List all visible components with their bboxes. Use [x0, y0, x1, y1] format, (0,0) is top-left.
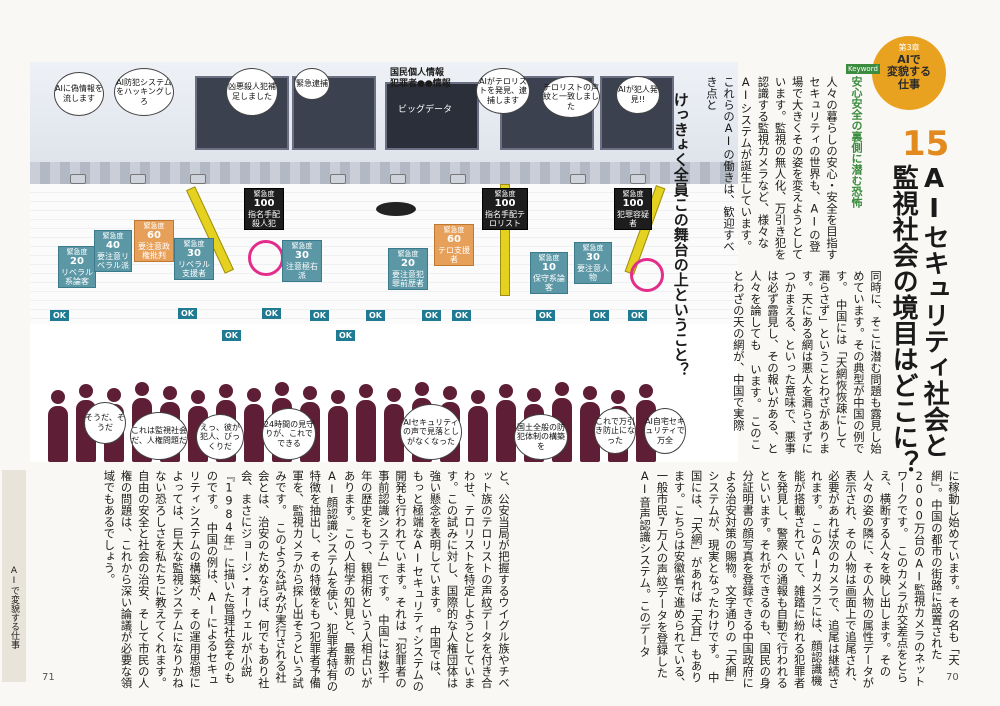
person: [468, 390, 488, 462]
person: [580, 386, 600, 462]
speech-bubble: 24時間の見守りが、これでできる: [262, 408, 316, 460]
camera-icon: [130, 174, 146, 184]
screen-caption: AIがテロリストを発見、逮捕します: [476, 68, 530, 114]
ok-badge: OK: [422, 310, 441, 321]
ok-badge: OK: [336, 330, 355, 341]
drone-icon: [376, 202, 416, 216]
camera-icon: [630, 174, 646, 184]
camera-icon: [190, 174, 206, 184]
ok-badge: OK: [178, 308, 197, 319]
ok-badge: OK: [222, 330, 241, 341]
ok-badge: OK: [628, 310, 647, 321]
screen-caption: 凶悪殺人犯補足しました: [226, 68, 278, 116]
person: [384, 388, 404, 462]
camera-rail: [30, 162, 738, 184]
screen-caption: AI防犯システムをハッキングしろ: [114, 68, 174, 116]
db-label: 国民個人情報犯罪者●●情報: [390, 68, 451, 89]
person: [244, 388, 264, 462]
ok-badge: OK: [536, 310, 555, 321]
person: [328, 390, 348, 462]
target-ring: [248, 240, 284, 276]
target-ring: [630, 258, 664, 292]
ok-badge: OK: [590, 310, 609, 321]
side-tab: AIで変貌する仕事: [2, 470, 26, 682]
ok-badge: OK: [262, 308, 281, 319]
illustration-caption: けっきょく全員この舞台の上ということ？: [671, 92, 690, 377]
article-number: 15: [902, 124, 950, 164]
body-text-right-top: 人々の暮らしの安心・安全を目指すセキュリティの世界も、AIの登場で大きくその姿を…: [704, 76, 838, 260]
page-number-left: 71: [42, 672, 55, 683]
body-text-mid: 同時に、そこに潜む問題も露見し始めています。その典型が中国の例です。 中国には「…: [731, 270, 882, 454]
keyword-tag: Keyword: [846, 64, 880, 74]
ok-badge: OK: [50, 310, 69, 321]
camera-icon: [70, 174, 86, 184]
chapter-badge: 第3章 AIで変貌する仕事: [872, 36, 946, 110]
person: [356, 384, 376, 462]
bigdata-server: [385, 82, 479, 150]
monitor-wall: 国民個人情報犯罪者●●情報 ビッグデータ AIに偽情報を流します AI防犯システ…: [30, 62, 738, 162]
screen-caption: テロリストの声紋と一致しました: [542, 76, 600, 118]
ok-badge: OK: [310, 310, 329, 321]
screen-caption: AIが犯人発見!!: [616, 76, 660, 114]
robot-arm: [500, 184, 510, 296]
speech-bubble: AIセキュリティの声で見落としがなくなった: [400, 404, 462, 460]
speech-bubble: これで万引き防止になった: [594, 408, 636, 454]
subtitle: 安心安全の裏側に潜む恐怖: [850, 76, 863, 208]
ok-badge: OK: [366, 310, 385, 321]
speech-bubble: えっ、彼が犯人、びっくりだ: [196, 414, 244, 460]
speech-bubble: 国土全般の防犯体制の構築を: [514, 414, 568, 460]
ok-badge: OK: [452, 310, 471, 321]
camera-icon: [330, 174, 346, 184]
title-line-2: 監視社会の境目はどこに？: [888, 164, 919, 476]
body-text-bottom-left: と、公安当局が把握するウイグル族やチベット族のテロリストの声紋データを付き合わせ…: [102, 470, 510, 692]
camera-icon: [450, 174, 466, 184]
camera-icon: [570, 174, 586, 184]
body-text-bottom-right: に稼動し始めています。その名も「天網」。中国の都市の街路に設置された2000万台…: [638, 470, 960, 689]
camera-icon: [390, 174, 406, 184]
person: [496, 384, 516, 462]
title-line-1: AIセキュリティ社会と: [919, 164, 950, 458]
speech-bubble: AI自宅セキュリティで万全: [644, 408, 686, 454]
screen-caption: AIに偽情報を流します: [54, 72, 104, 116]
speech-bubble: これは監視社会だ、人権問題だ: [130, 412, 188, 460]
surveillance-illustration: 国民個人情報犯罪者●●情報 ビッグデータ AIに偽情報を流します AI防犯システ…: [30, 62, 738, 462]
bigdata-label: ビッグデータ: [398, 105, 453, 115]
page-number-right: 70: [946, 672, 959, 683]
screen-caption: 緊急逮捕: [294, 68, 330, 100]
speech-bubble: そうだ、そうだ: [84, 402, 126, 444]
person: [48, 390, 68, 462]
